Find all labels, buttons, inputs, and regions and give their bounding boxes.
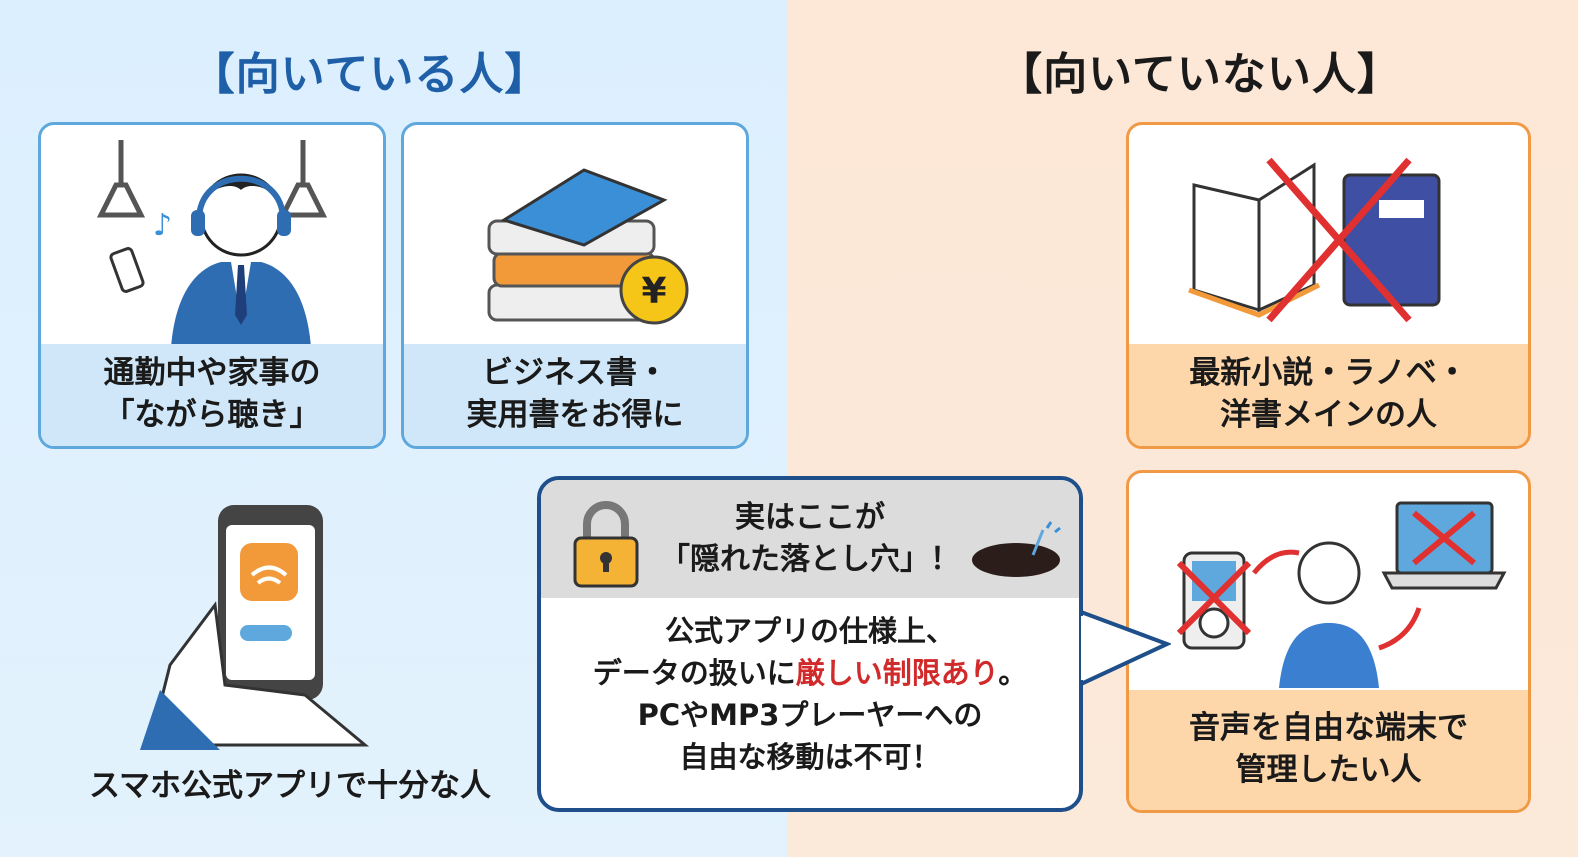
- callout-body-line2-pre: データの扱いに: [592, 656, 796, 691]
- callout-body-line3: PCやMP3プレーヤーへの: [637, 698, 983, 733]
- pitfall-hole-icon: [972, 521, 1061, 577]
- callout-body-line4: 自由な移動は不可！: [679, 740, 941, 775]
- callout-pointer: [1081, 609, 1171, 687]
- card-label-line2: 管理したい人: [1235, 752, 1422, 788]
- callout-head-line2: 「隠れた落とし穴」！: [660, 542, 960, 577]
- books-yen-icon: ¥: [404, 125, 746, 347]
- card-label-line1: 音声を自由な端末で: [1189, 710, 1468, 747]
- svg-text:♪: ♪: [153, 208, 172, 243]
- unsuitable-title: 【向いていない人】: [998, 49, 1402, 100]
- card-label-line2: 実用書をお得に: [466, 397, 684, 433]
- callout-body: 公式アプリの仕様上、 データの扱いに厳しい制限あり。 PCやMP3プレーヤーへの…: [541, 610, 1079, 778]
- books-crossed-icon: [1129, 125, 1528, 347]
- callout-body-line1: 公式アプリの仕様上、: [664, 614, 955, 648]
- padlock-icon: [573, 501, 639, 588]
- callout-body-line2-highlight: 厳しい制限あり: [795, 656, 999, 691]
- card-device-management-unsuitable: 音声を自由な端末で 管理したい人: [1126, 470, 1531, 813]
- callout-body-line2-post: 。: [998, 656, 1028, 691]
- suitable-title: 【向いている人】: [190, 49, 550, 100]
- commuter-headphones-icon: ♪: [41, 125, 383, 347]
- card-commute-listening: ♪ 通勤中や家事の 「ながら聴き」: [38, 122, 386, 449]
- devices-crossed-icon: [1129, 473, 1528, 693]
- card-label-line2: 「ながら聴き」: [103, 397, 321, 433]
- card-label-line2: 洋書メインの人: [1220, 397, 1437, 433]
- smartphone-app-icon: [140, 505, 370, 750]
- svg-text:¥: ¥: [641, 271, 666, 312]
- phone-app-caption: スマホ公式アプリで十分な人: [88, 768, 492, 804]
- card-label-line1: 通勤中や家事の: [103, 355, 321, 392]
- card-label-line1: 最新小説・ラノベ・: [1189, 355, 1468, 392]
- card-business-books: ¥ ビジネス書・ 実用書をお得に: [401, 122, 749, 449]
- callout-head-line1: 実はここが: [735, 500, 885, 535]
- card-label-line1: ビジネス書・: [482, 355, 668, 392]
- warning-callout: 実はここが 「隠れた落とし穴」！ 公式アプリの仕様上、 データの扱いに厳しい制限…: [537, 476, 1171, 812]
- card-novels-unsuitable: 最新小説・ラノベ・ 洋書メインの人: [1126, 122, 1531, 449]
